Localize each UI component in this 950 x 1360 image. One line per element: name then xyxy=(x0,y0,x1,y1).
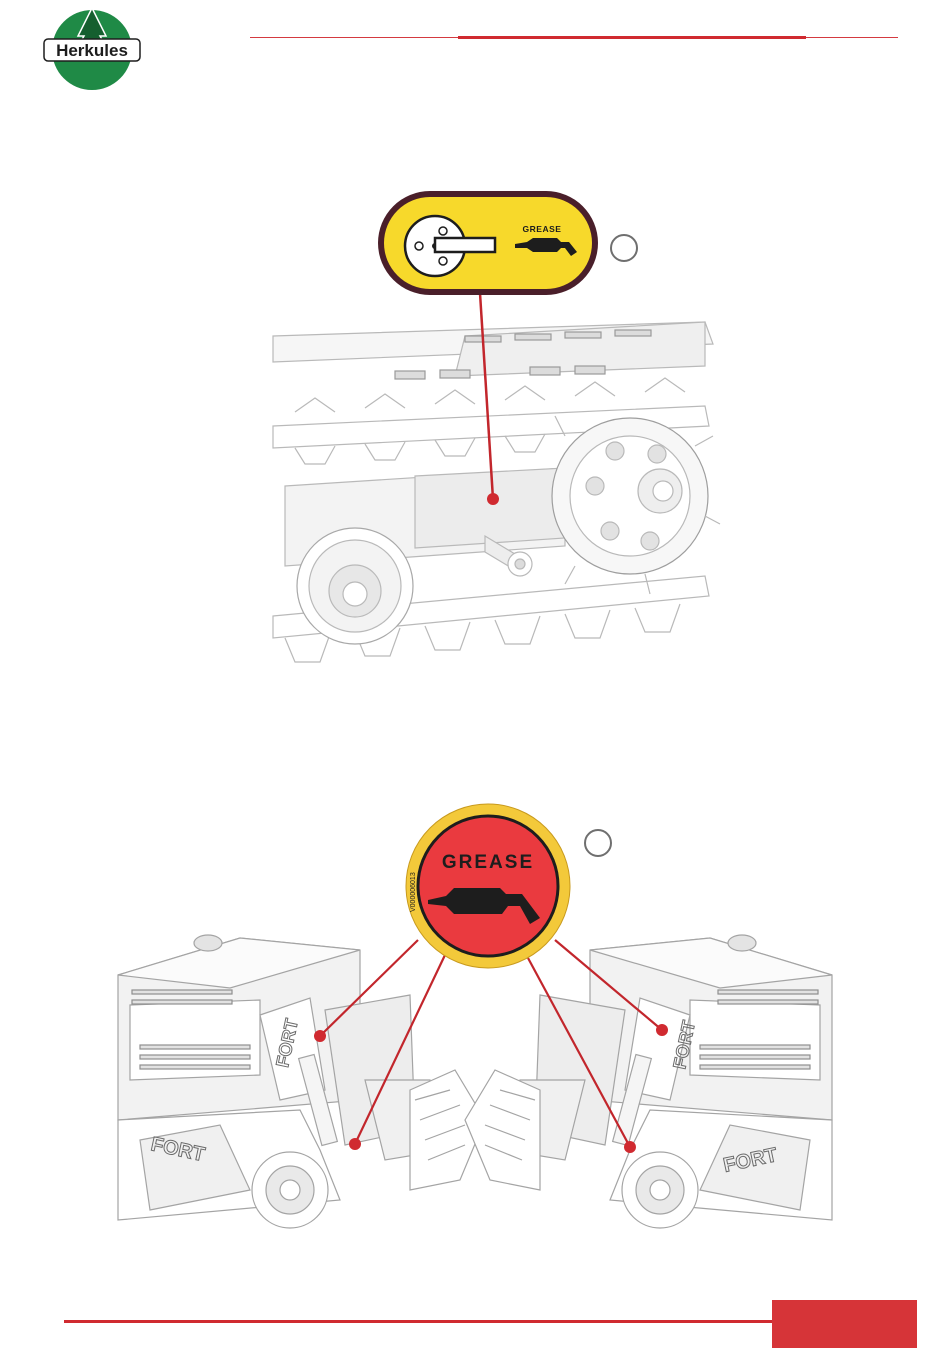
leader-line xyxy=(480,293,493,499)
grease-label-text: GREASE xyxy=(523,224,562,234)
grease-point-dot xyxy=(624,1141,636,1153)
page-number-tab xyxy=(772,1300,917,1348)
track-frame-drawing xyxy=(273,322,720,662)
header-rule-accent xyxy=(458,36,806,39)
grease-point-dot xyxy=(656,1024,668,1036)
callout-circle xyxy=(584,829,612,857)
machine-front-figure: FORT FORT FORT xyxy=(110,800,840,1240)
logo-text: Herkules xyxy=(56,41,128,60)
track-roller-figure: GREASE xyxy=(265,186,725,686)
machine-right-drawing xyxy=(465,935,832,1228)
grease-point-dot xyxy=(349,1138,361,1150)
footer-rule xyxy=(64,1320,776,1323)
sticker-text: GREASE xyxy=(442,852,534,873)
grease-label-bottom: GREASE V000006013 xyxy=(406,804,570,968)
grease-point-dot xyxy=(314,1030,326,1042)
callout-circle xyxy=(610,234,638,262)
grease-point-dot xyxy=(487,493,499,505)
sticker-part-number: V000006013 xyxy=(410,872,417,912)
sticker-disc xyxy=(418,816,558,956)
herkules-logo: Herkules xyxy=(40,4,144,94)
grease-label-top: GREASE xyxy=(378,191,598,295)
machine-left-drawing: FORT FORT xyxy=(118,935,485,1228)
